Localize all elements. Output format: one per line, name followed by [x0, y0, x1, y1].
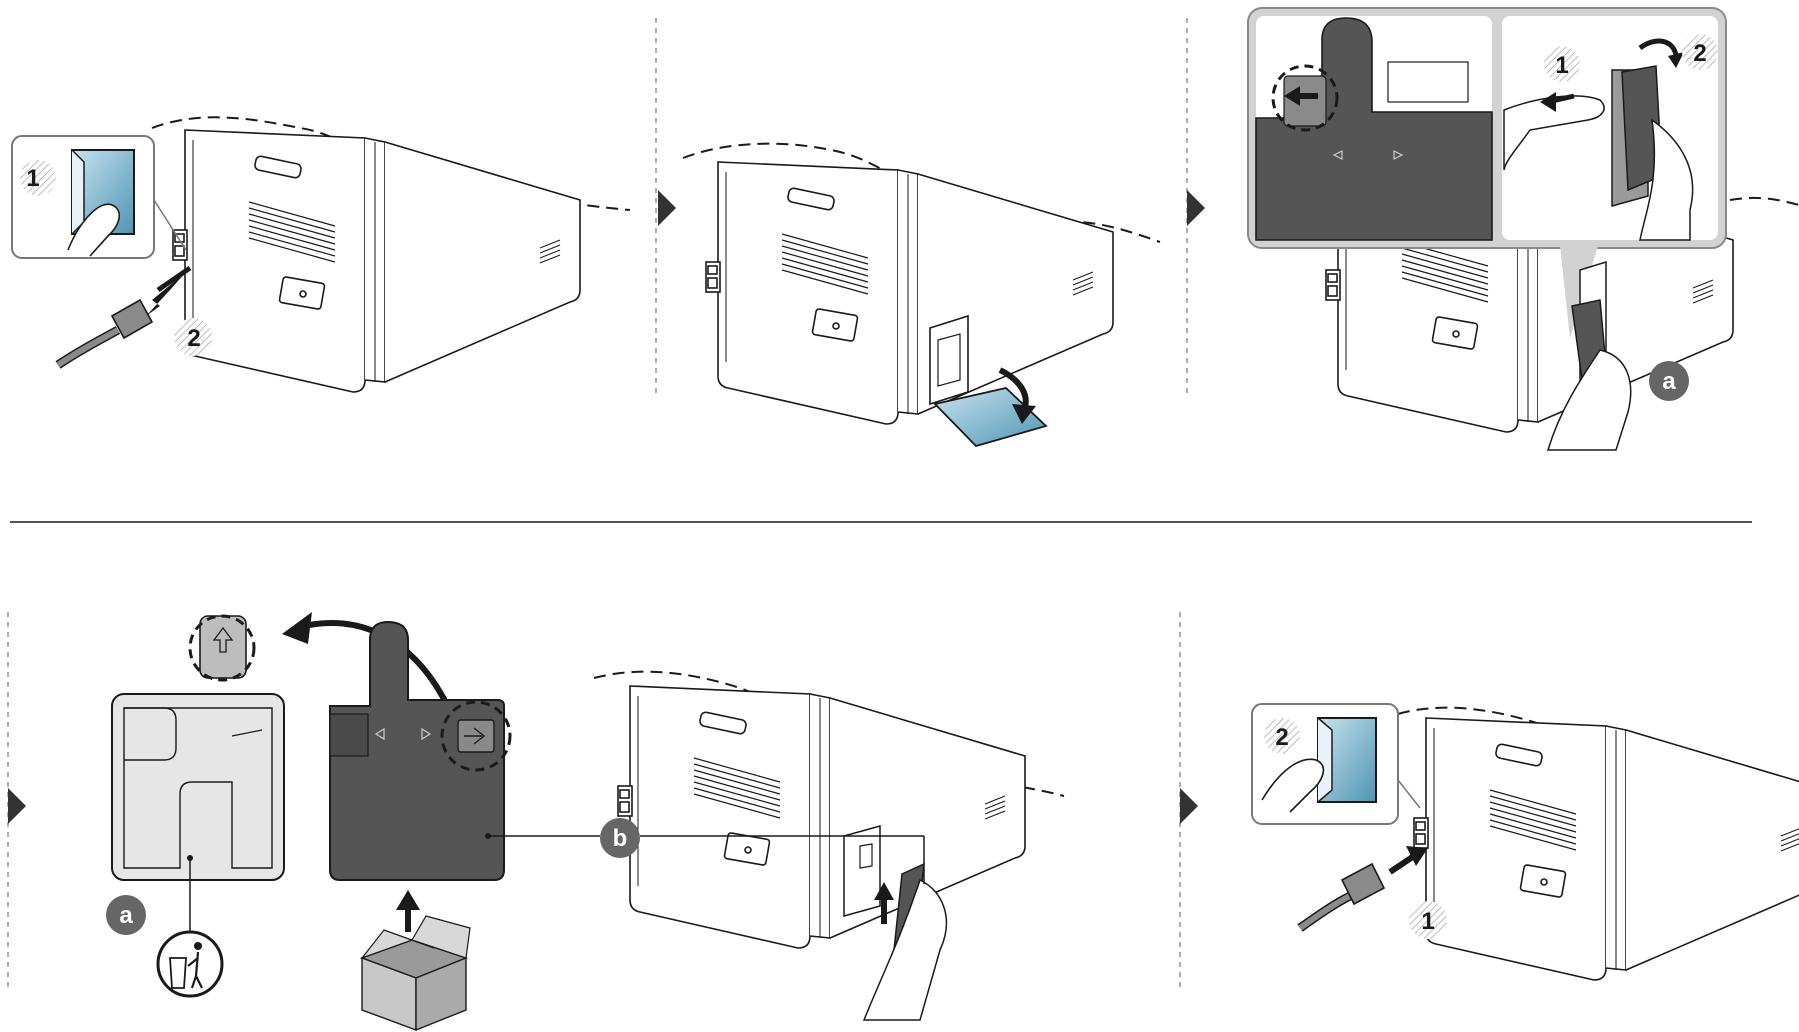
step-arrow-icon [8, 788, 26, 824]
badge-a-label: a [119, 902, 133, 929]
recycle-bin-icon [156, 930, 224, 998]
callout-1-label: 1 [26, 165, 39, 192]
step-1-turn-off-unplug: 1 2 [11, 116, 631, 393]
callout-1-label: 1 [1421, 908, 1434, 935]
callout-1-label: 1 [1555, 52, 1568, 79]
badge-a-label: a [1662, 368, 1676, 395]
power-switch-icon [11, 135, 187, 259]
callout-2-label: 2 [187, 325, 200, 352]
new-box-icon [359, 890, 471, 1032]
waste-toner-bottle-icon [111, 614, 285, 881]
callout-2-label: 2 [1275, 724, 1288, 751]
step-4-insert-new-waste-toner: a b [106, 612, 1065, 1032]
badge-b-label: b [613, 825, 628, 852]
step-arrow-icon [658, 190, 676, 226]
step-6-plug-in-turn-on: 2 1 [1251, 703, 1799, 981]
callout-2-label: 2 [1693, 40, 1706, 67]
step-2-open-cover [682, 142, 1161, 448]
power-cord-icon [1297, 846, 1428, 932]
step-arrow-icon [1180, 788, 1198, 824]
step-3-remove-waste-toner: 1 2 a [1247, 7, 1799, 451]
power-cord-icon [55, 265, 192, 369]
step-arrow-icon [1187, 190, 1205, 226]
